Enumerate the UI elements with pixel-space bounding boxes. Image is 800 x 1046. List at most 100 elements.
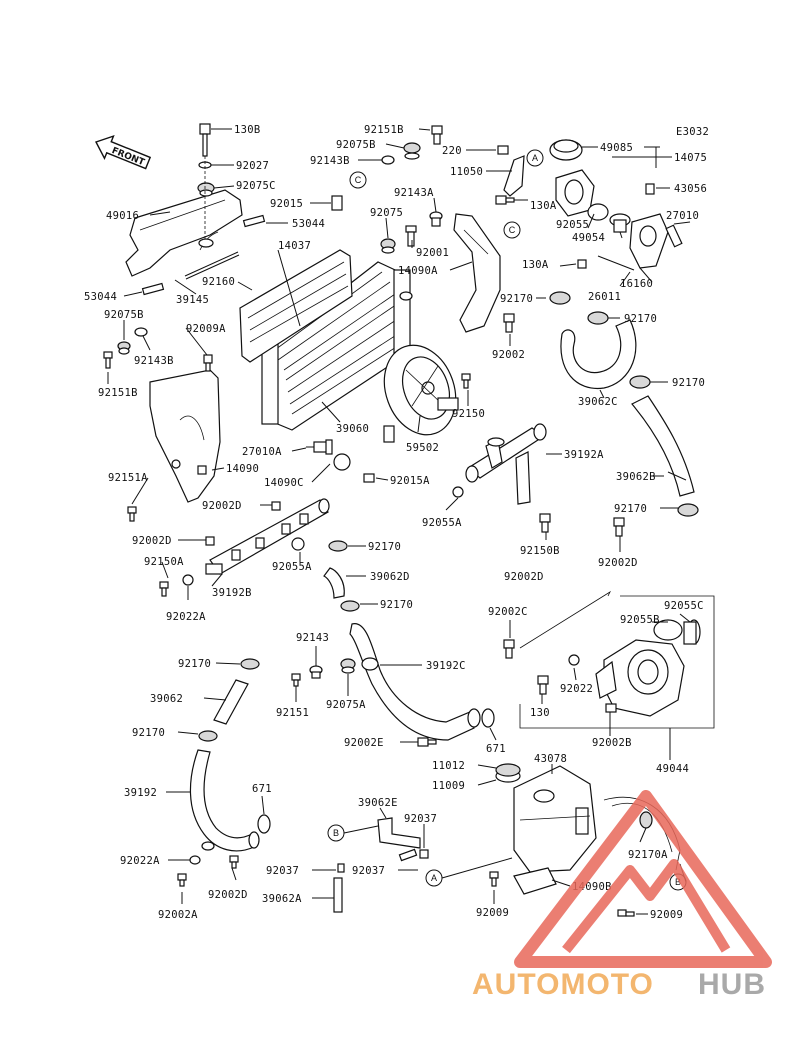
bracket-11050 bbox=[503, 155, 525, 197]
water-pump-49044 bbox=[595, 639, 685, 717]
label-92037-b: 92037 bbox=[266, 865, 299, 877]
grommet-92075b-left bbox=[117, 341, 131, 355]
oring-92055b bbox=[653, 619, 683, 641]
label-92037-a: 92037 bbox=[404, 813, 437, 825]
label-130b: 130B bbox=[234, 124, 261, 136]
label-11012: 11012 bbox=[432, 760, 465, 772]
bolt-92001 bbox=[405, 225, 417, 247]
label-671-mid: 671 bbox=[486, 743, 506, 755]
thermostat-49054 bbox=[609, 213, 631, 233]
oring-92055 bbox=[587, 203, 609, 221]
label-220: 220 bbox=[442, 145, 462, 157]
label-92075c: 92075C bbox=[236, 180, 276, 192]
label-39192c: 39192C bbox=[426, 660, 466, 672]
bolt-92009-left bbox=[489, 871, 499, 887]
label-14090: 14090 bbox=[226, 463, 259, 475]
pipe-39192c bbox=[349, 623, 481, 741]
hose-39062b bbox=[631, 395, 695, 497]
bolt-92151b-top bbox=[431, 125, 443, 145]
callout-c-right: C bbox=[503, 221, 521, 239]
callout-a-top: A bbox=[526, 149, 544, 167]
housing-16160 bbox=[629, 213, 669, 269]
label-92170-g: 92170 bbox=[178, 658, 211, 670]
clamp-92170-a bbox=[549, 291, 571, 305]
label-39062e: 39062E bbox=[358, 797, 398, 809]
bolt-92002c bbox=[503, 639, 515, 659]
label-92015a: 92015A bbox=[390, 475, 430, 487]
grommet-92075 bbox=[380, 238, 396, 254]
label-49016: 49016 bbox=[106, 210, 139, 222]
pipe-39192 bbox=[189, 749, 260, 852]
side-cover-14090 bbox=[149, 369, 221, 503]
label-92170-d: 92170 bbox=[368, 541, 401, 553]
strip-39145 bbox=[184, 251, 239, 277]
pad-53044-left bbox=[141, 282, 165, 296]
collar-92143 bbox=[309, 665, 323, 679]
radiator-screen-14037 bbox=[239, 249, 353, 363]
label-92150a: 92150A bbox=[144, 556, 184, 568]
label-53044-left: 53044 bbox=[84, 291, 117, 303]
label-92075a: 92075A bbox=[326, 699, 366, 711]
label-49054: 49054 bbox=[572, 232, 605, 244]
clamp-92170-h bbox=[198, 730, 218, 742]
bracket-14090b bbox=[513, 867, 557, 895]
clamp-92170a bbox=[639, 811, 653, 829]
label-39192b: 39192B bbox=[212, 587, 252, 599]
bolt-92150 bbox=[461, 373, 471, 389]
oring-92055a-right bbox=[452, 486, 464, 498]
bolt-92009-right bbox=[617, 909, 635, 917]
reservoir-tank-43078 bbox=[513, 765, 597, 873]
pad-53044-top bbox=[242, 214, 266, 228]
washer-92022 bbox=[568, 654, 580, 666]
label-92002d-b: 92002D bbox=[132, 535, 172, 547]
sensor-43056 bbox=[645, 183, 655, 195]
label-92022a-bottom: 92022A bbox=[120, 855, 160, 867]
label-92002d-a: 92002D bbox=[202, 500, 242, 512]
clamp-92170-c bbox=[629, 375, 651, 389]
label-92037-c: 92037 bbox=[352, 865, 385, 877]
cap-14090c bbox=[333, 453, 351, 471]
switch-27010a bbox=[306, 439, 333, 455]
collar bbox=[198, 238, 214, 248]
watermark-text: AUTOMOTO HUB bbox=[472, 968, 766, 1001]
cap-49085 bbox=[549, 139, 583, 161]
label-92002d-e: 92002D bbox=[208, 889, 248, 901]
label-130a-mid: 130A bbox=[522, 259, 549, 271]
bolt-130 bbox=[537, 675, 549, 695]
bolt-130a-top bbox=[495, 195, 515, 205]
bolt-92002b bbox=[605, 703, 617, 713]
label-92055: 92055 bbox=[556, 219, 589, 231]
clamp-92170-d bbox=[328, 540, 348, 552]
label-92170-b: 92170 bbox=[624, 313, 657, 325]
label-92075b-left: 92075B bbox=[104, 309, 144, 321]
label-27010: 27010 bbox=[666, 210, 699, 222]
label-92055a-right: 92055A bbox=[422, 517, 462, 529]
label-39062a: 39062A bbox=[262, 893, 302, 905]
label-39062b: 39062B bbox=[616, 471, 656, 483]
label-92170-e: 92170 bbox=[614, 503, 647, 515]
bolt-92150b bbox=[539, 513, 551, 533]
label-92170-h: 92170 bbox=[132, 727, 165, 739]
label-49085: 49085 bbox=[600, 142, 633, 154]
label-92143b-top: 92143B bbox=[310, 155, 350, 167]
label-39145: 39145 bbox=[176, 294, 209, 306]
clip-92037-a bbox=[419, 849, 429, 859]
bolt-130a-mid bbox=[577, 259, 587, 269]
hose-39062 bbox=[213, 679, 249, 725]
label-92151b-left: 92151B bbox=[98, 387, 138, 399]
label-92002c: 92002C bbox=[488, 606, 528, 618]
bolt-92002a bbox=[177, 873, 187, 887]
label-671-bottom: 671 bbox=[252, 783, 272, 795]
washer-92022a-bottom bbox=[189, 855, 201, 865]
label-39192a: 39192A bbox=[564, 449, 604, 461]
label-92150b: 92150B bbox=[520, 545, 560, 557]
svg-text:HUB: HUB bbox=[698, 968, 766, 1001]
label-92009a: 92009A bbox=[186, 323, 226, 335]
bolt-130b bbox=[199, 123, 211, 157]
label-39062c: 39062C bbox=[578, 396, 618, 408]
clamp-92170-f bbox=[240, 658, 260, 670]
collar-92143b-top bbox=[381, 155, 395, 165]
label-92170-a: 92170 bbox=[500, 293, 533, 305]
label-92002e: 92002E bbox=[344, 737, 384, 749]
